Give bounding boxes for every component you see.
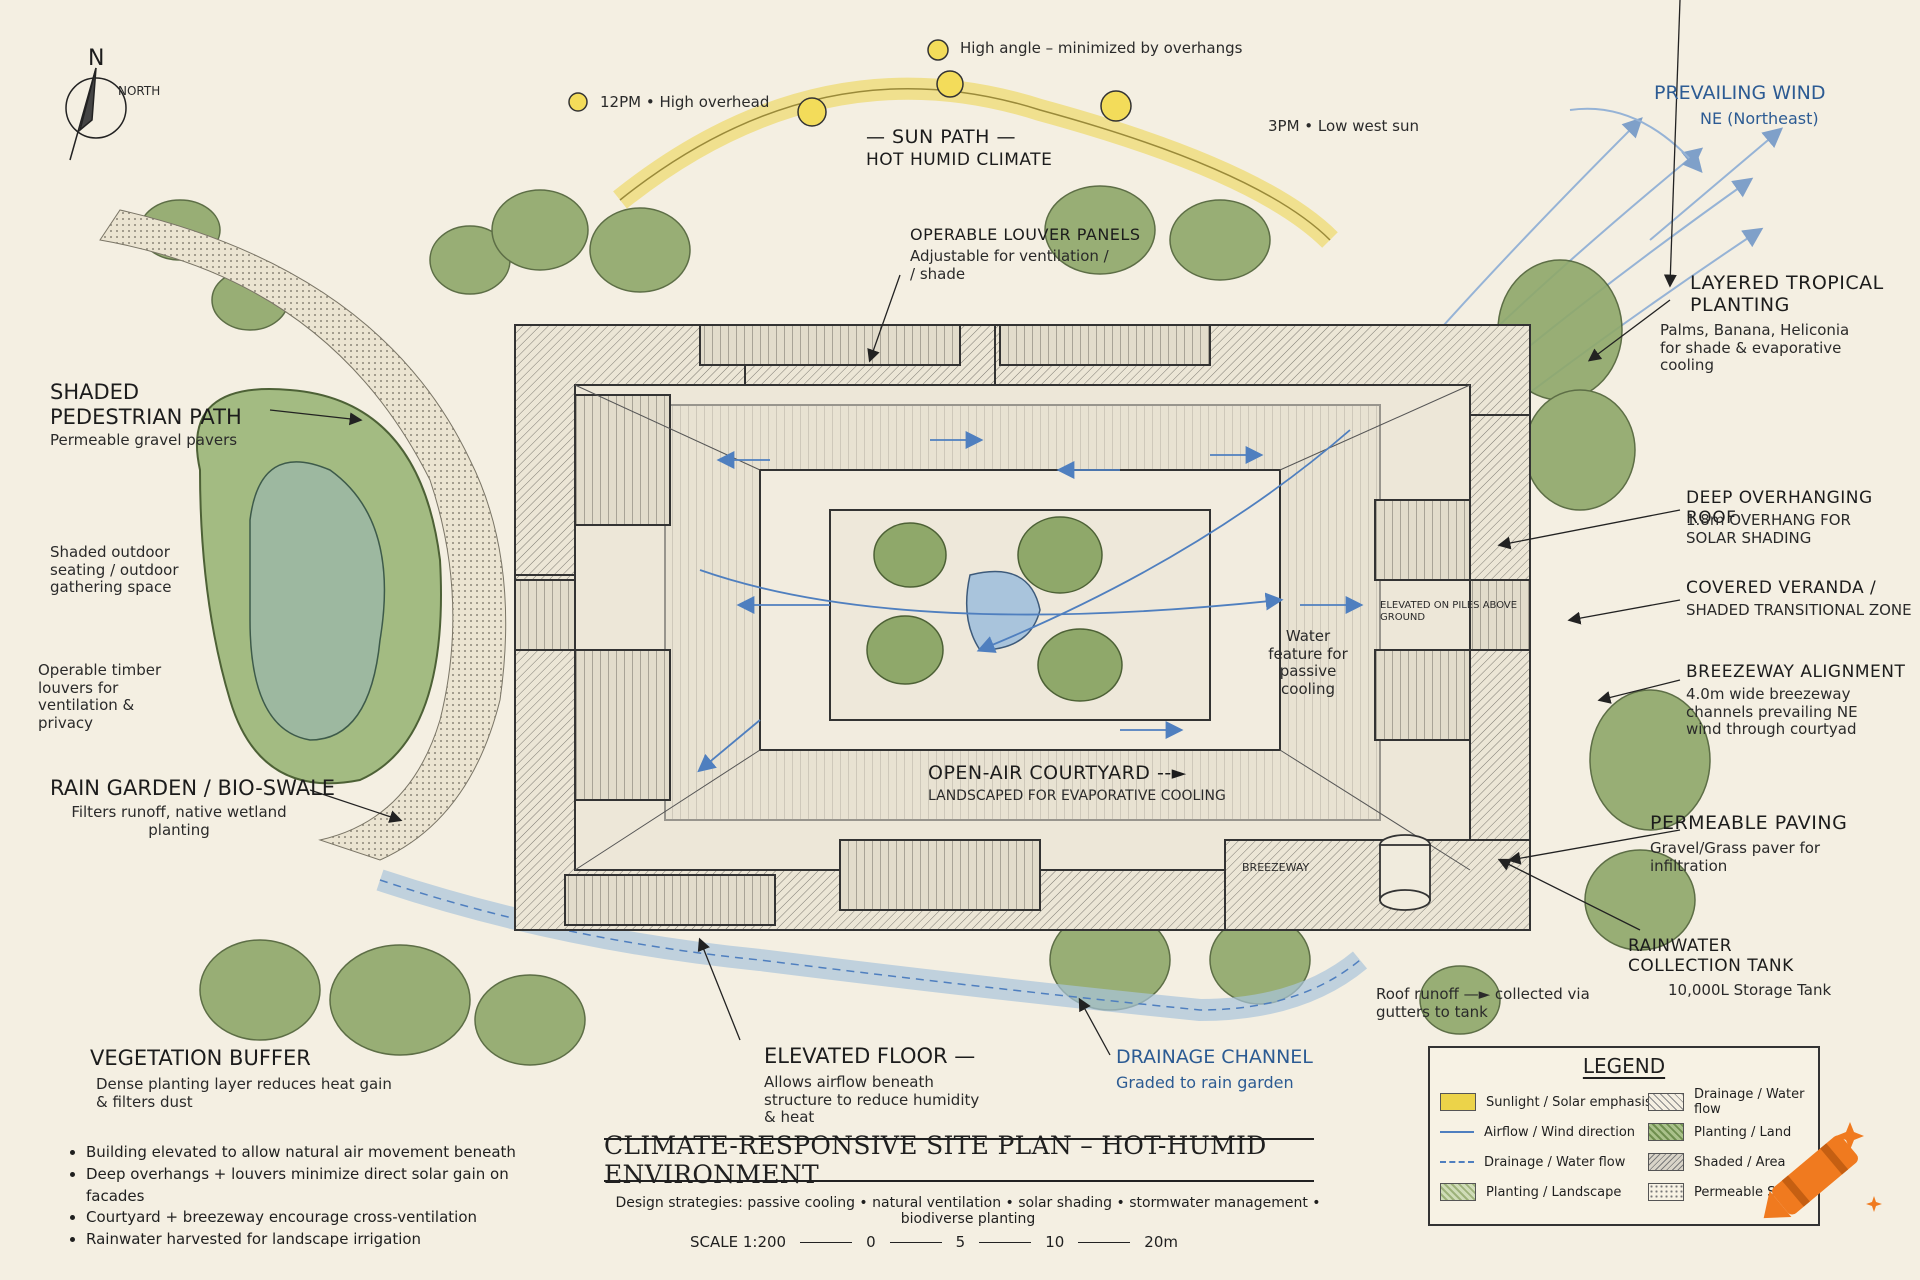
veranda-sub: SHADED TRANSITIONAL ZONE [1686,601,1912,619]
runoff-label: Roof runoff —► collected via gutters to … [1376,985,1590,1021]
breezeway-sub: 4.0m wide breezeway channels prevailing … [1686,685,1858,739]
piles-label: ELEVATED ON PILES ABOVE GROUND [1380,600,1518,623]
airflow-arrows [697,429,1364,773]
elevated-floor-sub: Allows airflow beneath structure to redu… [764,1073,980,1127]
legend-label: Planting / Land [1694,1124,1792,1140]
veranda-title: COVERED VERANDA / [1686,578,1877,598]
sunlight-swatch [1440,1093,1476,1111]
louver-sub: Adjustable for ventilation / / shade [910,247,1109,283]
permeable-swatch [1648,1183,1684,1201]
sun-path-subtitle: HOT HUMID CLIMATE [866,150,1053,170]
legend-box: LEGEND Sunlight / Solar emphasis Airflow… [1428,1046,1820,1226]
timber-louvers-label: Operable timber louvers for ventilation … [38,661,162,733]
wind-title: PREVAILING WIND [1654,82,1826,104]
airflow-swatch [1440,1131,1474,1133]
path-sub: Permeable gravel pavers [50,431,238,449]
scale-tick: 5 [955,1233,966,1251]
sun-12pm-label: 12PM • High overhead [600,93,770,111]
rainwater-tank [1379,834,1431,911]
breezeway-tag: BREEZEWAY [1242,861,1310,874]
roof-sub: 1.8m OVERHANG FOR SOLAR SHADING [1686,511,1851,547]
drainage-title: DRAINAGE CHANNEL [1116,1046,1313,1068]
tropical-title: LAYERED TROPICAL PLANTING [1690,272,1884,317]
tank-sub: 10,000L Storage Tank [1668,981,1832,999]
legend-label: Drainage / Water flow [1484,1154,1626,1170]
crayon-logo-icon [1763,1122,1882,1219]
page-title: CLIMATE-RESPONSIVE SITE PLAN – HOT-HUMID… [604,1131,1314,1189]
scale-dash [889,1241,942,1243]
planting-swatch [1648,1123,1684,1141]
path-title: SHADED PEDESTRIAN PATH [50,380,242,429]
legend-title: LEGEND [1582,1054,1666,1078]
pedestrian-path [99,209,507,861]
scale-tick: 0 [866,1233,876,1251]
courtyard-title: OPEN-AIR COURTYARD --► [928,762,1187,784]
vegetation-title: VEGETATION BUFFER [90,1046,311,1070]
legend-item: Shaded / Area [1648,1152,1818,1172]
rain-garden [195,388,442,785]
sun-noon-label: High angle – minimized by overhangs [960,39,1243,57]
scale-dash [800,1241,853,1243]
legend-item: Planting / Land [1648,1122,1818,1142]
rain-garden-title: RAIN GARDEN / BIO-SWALE [50,776,336,800]
building [514,324,1531,931]
scale-dash [979,1241,1032,1243]
shade-swatch [1648,1153,1684,1171]
legend-label: Drainage / Water flow [1694,1087,1805,1117]
hatch-swatch [1648,1093,1684,1111]
legend-label: Shaded / Area [1694,1154,1786,1170]
legend-item: Drainage / Water flow [1440,1152,1652,1172]
legend-label: Sunlight / Solar emphasis [1486,1094,1652,1110]
sun-3pm-label: 3PM • Low west sun [1268,117,1420,135]
vegetation-sub: Dense planting layer reduces heat gain &… [96,1075,392,1111]
sun-icon [568,39,1132,127]
legend-label: Planting / Landscape [1486,1184,1622,1200]
wind-subtitle: NE (Northeast) [1700,109,1819,128]
legend-item: Sunlight / Solar emphasis [1440,1092,1652,1112]
legend-item: Drainage / Water flow [1648,1087,1818,1117]
north-label: NORTH [118,84,161,98]
scale-dash [1078,1241,1131,1243]
strategy-bullets: Building elevated to allow natural air m… [70,1142,556,1251]
bullet-item: Rainwater harvested for landscape irriga… [86,1229,556,1251]
water-feature [965,570,1041,651]
courtyard-trees [866,516,1123,702]
water-feature-label: Water feature for passive cooling [1268,627,1348,699]
legend-item: Planting / Landscape [1440,1182,1652,1202]
north-arrow-icon [65,67,127,161]
louver-title: OPERABLE LOUVER PANELS [910,225,1141,244]
bullet-item: Building elevated to allow natural air m… [86,1142,556,1164]
bullet-item: Deep overhangs + louvers minimize direct… [86,1164,556,1208]
seating-label: Shaded outdoor seating / outdoor gatheri… [50,543,179,597]
planting-swatch [1440,1183,1476,1201]
tree-canopy [139,185,1711,1066]
tank-title: RAINWATER COLLECTION TANK [1628,936,1794,977]
courtyard-sub: LANDSCAPED FOR EVAPORATIVE COOLING [928,788,1226,804]
elevated-floor-title: ELEVATED FLOOR — [764,1044,976,1068]
scale-bar: SCALE 1:200 0 5 10 20m [690,1233,1250,1251]
north-letter: N [88,46,105,71]
scale-label: SCALE 1:200 [690,1233,787,1251]
drainage-sub: Graded to rain garden [1116,1073,1294,1092]
roof-title: DEEP OVERHANGING ROOF [1686,488,1873,529]
paving-title: PERMEABLE PAVING [1650,812,1848,834]
bullet-item: Courtyard + breezeway encourage cross-ve… [86,1207,556,1229]
paving-sub: Gravel/Grass paver for infiltration [1650,839,1821,875]
legend-label: Airflow / Wind direction [1484,1124,1636,1140]
scale-tick: 20m [1144,1233,1178,1251]
sun-path-title: — SUN PATH — [866,126,1016,148]
scale-tick: 10 [1045,1233,1065,1251]
tropical-sub: Palms, Banana, Heliconia for shade & eva… [1660,321,1850,375]
drainage-swatch [1440,1161,1474,1163]
legend-item: Airflow / Wind direction [1440,1122,1652,1142]
sun-path-arc [613,77,1338,248]
leader-lines [269,0,1681,1056]
rain-garden-sub: Filters runoff, native wetland planting [71,803,287,839]
breezeway-title: BREEZEWAY ALIGNMENT [1686,662,1906,682]
page-subtitle: Design strategies: passive cooling • nat… [615,1195,1321,1227]
